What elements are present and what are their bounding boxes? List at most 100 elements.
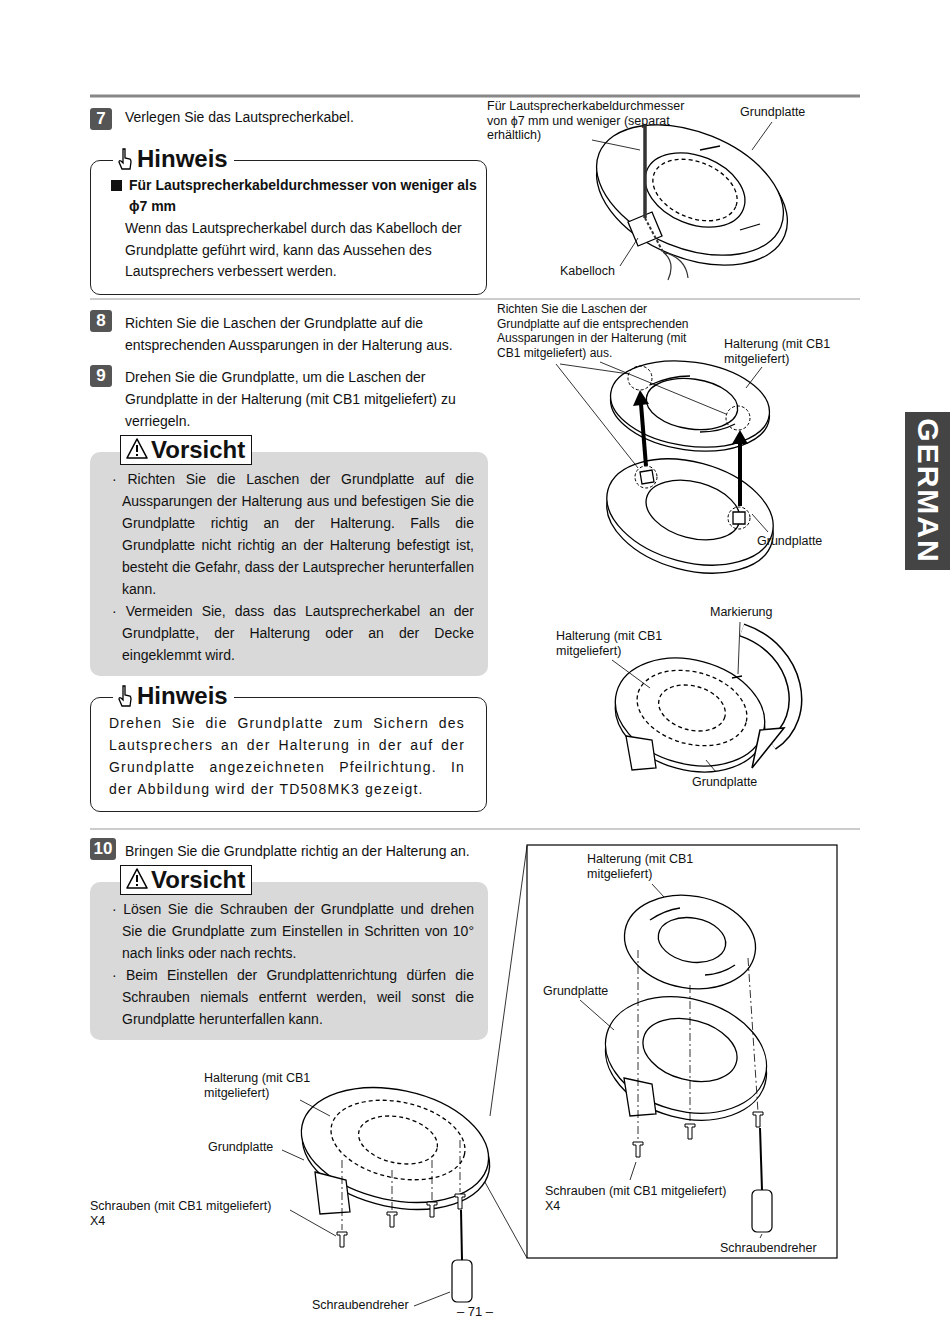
assembled-figure [603, 642, 777, 788]
bracket [605, 351, 775, 456]
cable-outlet [624, 1078, 656, 1116]
axis-line [690, 985, 691, 1124]
part-label: Schraubendreher [720, 1241, 830, 1256]
hand-icon-shape [119, 686, 131, 706]
head-text: Hinweis [113, 681, 234, 711]
slot [700, 424, 735, 432]
leader-line [760, 1234, 762, 1238]
part-label: Kabelloch [560, 264, 640, 279]
screwdriver-shaft [760, 1128, 762, 1190]
inset-connector [490, 846, 527, 1116]
speaker-cable [643, 124, 647, 218]
bullet-text: · Richten Sie die Laschen der Grundplatt… [112, 468, 474, 600]
slot [740, 224, 760, 230]
leader-line [290, 1210, 336, 1236]
part-label: Grundplatte [543, 984, 643, 999]
cable-wires [663, 252, 688, 280]
screw [427, 1202, 437, 1217]
num-text: 7 [96, 108, 105, 130]
part-label: Schrauben (mit CB1 mitgeliefert) X4 [545, 1184, 737, 1213]
arrow-head [633, 390, 649, 406]
warning-dot [136, 884, 138, 886]
hand-icon [117, 684, 133, 708]
tab [640, 470, 654, 484]
leader-line [738, 622, 740, 674]
screw [633, 1142, 643, 1157]
leader-line [560, 364, 629, 374]
bracket-hole [643, 373, 741, 435]
arrow-head [732, 430, 748, 444]
num-text: 10 [94, 838, 113, 860]
slot [650, 908, 680, 920]
warning-triangle [127, 439, 147, 458]
tab-marker [728, 507, 750, 529]
slot [650, 376, 690, 385]
leader-line [746, 367, 762, 388]
axis-line [392, 1170, 393, 1210]
bracket-hidden-inner [354, 1109, 442, 1171]
part-label: Richten Sie die Laschen der Grundplatte … [497, 302, 712, 360]
warning-triangle [127, 869, 147, 888]
part-label: Halterung (mit CB1 mitgeliefert) [587, 852, 717, 881]
leader-line [706, 760, 716, 772]
step-text: Verlegen Sie das Lautsprecherkabel. [125, 106, 465, 128]
part-label: Grundplatte [692, 775, 792, 790]
bracket-hidden-inner [653, 678, 730, 738]
tabtext-text: GERMAN [911, 418, 945, 563]
leader-lines [282, 1100, 450, 1306]
step-text: Richten Sie die Laschen der Grundplatte … [125, 312, 490, 356]
leader-line [600, 362, 726, 414]
tab-markers [628, 366, 750, 430]
leader-line [612, 660, 650, 688]
part-label: Halterung (mit CB1 mitgeliefert) [204, 1071, 334, 1100]
leader-line [752, 122, 772, 150]
leader-line [752, 514, 768, 532]
screwdriver-handle [452, 1260, 472, 1302]
slot [705, 965, 735, 975]
step-text: Drehen Sie die Grundplatte, um die Lasch… [125, 366, 490, 432]
part-label: Schrauben (mit CB1 mitgeliefert) X4 [90, 1199, 282, 1228]
warning-icon [126, 438, 148, 460]
leader-line [300, 1100, 330, 1116]
tab-marker [628, 366, 652, 390]
leader-line [592, 140, 640, 150]
screw [685, 1124, 695, 1139]
leader-line [282, 1150, 304, 1160]
marking [732, 676, 742, 678]
tab-marker [635, 466, 657, 488]
body-text: Wenn das Lautsprecherkabel durch das Kab… [111, 218, 470, 283]
hinweis-box: HinweisDrehen Sie die Grundplatte zum Si… [90, 697, 487, 812]
leader-line [620, 238, 638, 266]
axis-line [748, 958, 758, 1112]
axis-line [342, 1160, 343, 1230]
step-box: 7 [90, 108, 112, 130]
bullet-text: · Vermeiden Sie, dass das Lautsprecherka… [112, 600, 474, 666]
leader-line [556, 364, 638, 468]
vhead-text: Vorsicht [120, 865, 252, 895]
part-label: Grundplatte [740, 105, 840, 120]
axis-lines [638, 950, 758, 1140]
part-label: Schraubendreher [312, 1298, 422, 1313]
assembly-arrow [738, 442, 742, 506]
axis-line [638, 950, 639, 1140]
part-label: – 71 – [440, 1305, 510, 1320]
slot [700, 146, 720, 150]
rule [90, 299, 860, 300]
cable-outlet [315, 1172, 350, 1214]
screwdriver-shaft [461, 1210, 462, 1260]
screw [455, 1194, 465, 1209]
hand-icon [117, 147, 133, 171]
step-box: 9 [90, 365, 112, 387]
screwdriver-handle [752, 1190, 772, 1232]
square-bullet [111, 180, 122, 191]
speaker-cable-hidden [645, 218, 663, 252]
axis-line [432, 1160, 433, 1200]
base-plate [595, 442, 785, 583]
leader-line [580, 1000, 614, 1030]
part-label: Grundplatte [208, 1140, 308, 1155]
base-plate [291, 1071, 500, 1218]
step-text: Bringen Sie die Grundplatte richtig an d… [125, 840, 505, 862]
leader-line [630, 1162, 636, 1180]
warning-icon [126, 868, 148, 890]
